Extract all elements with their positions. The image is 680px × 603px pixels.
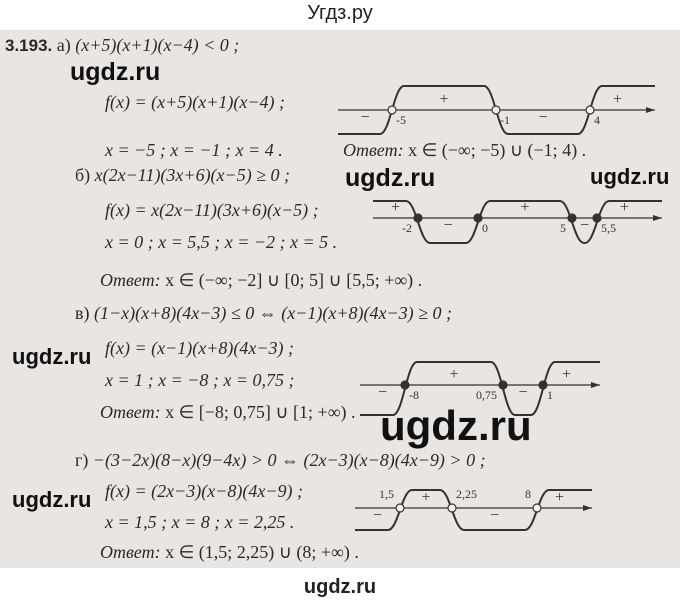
sign-label: + [613, 91, 622, 108]
sign-label: + [520, 199, 529, 216]
point-label: 8 [525, 487, 531, 501]
part-d-inequality-line: г) −(3−2x)(8−x)(9−4x) > 0 ⇔ (2x−3)(x−8)(… [75, 450, 486, 470]
roots: x = 1 ; x = −8 ; x = 0,75 ; [105, 370, 295, 390]
sign-label: + [620, 199, 629, 216]
closed-point [413, 213, 423, 223]
axis-arrow [591, 382, 600, 388]
point-label: 1,5 [379, 487, 394, 501]
open-point [387, 105, 397, 115]
roots: x = 1,5 ; x = 8 ; x = 2,25 . [105, 512, 295, 532]
point-label: 5,5 [601, 221, 616, 235]
point-label: -1 [500, 113, 510, 127]
function-definition: f(x) = (x−1)(x+8)(4x−3) ; [105, 338, 294, 358]
part-letter: а) [56, 35, 71, 55]
closed-point [498, 380, 508, 390]
closed-point [538, 380, 548, 390]
site-footer: ugdz.ru [303, 576, 377, 598]
closed-point [592, 213, 602, 223]
open-point [447, 503, 457, 513]
sign-label: − [378, 384, 387, 401]
answer: Ответ: x ∈ (1,5; 2,25) ∪ (8; +∞) . [100, 542, 359, 562]
watermark: ugdz.ru [345, 164, 436, 192]
part-a-inequality-line: 3.193. а) (x+5)(x+1)(x−4) < 0 ; [5, 35, 239, 56]
open-point [395, 503, 405, 513]
watermark: ugdz.ru [12, 344, 92, 369]
function-definition: f(x) = (2x−3)(x−8)(4x−9) ; [105, 481, 303, 501]
point-label: 0 [482, 221, 488, 235]
point-label: 0,75 [476, 388, 497, 402]
function-definition: f(x) = (x+5)(x+1)(x−4) ; [105, 92, 285, 112]
sign-label: − [580, 217, 589, 234]
point-label: 1 [547, 388, 553, 402]
point-label: 4 [594, 113, 600, 127]
sign-label: + [391, 199, 400, 216]
answer: Ответ: x ∈ (−∞; −5) ∪ (−1; 4) . [343, 140, 587, 160]
axis-arrow [583, 505, 592, 511]
answer: Ответ: x ∈ (−∞; −2] ∪ [0; 5] ∪ [5,5; +∞)… [100, 270, 423, 290]
point-label: 2,25 [456, 487, 477, 501]
watermark: ugdz.ru [590, 164, 670, 189]
inequality: (x+5)(x+1)(x−4) < 0 ; [75, 35, 240, 55]
sign-label: − [443, 217, 452, 234]
point-label: 5 [560, 221, 566, 235]
sign-label: − [518, 384, 527, 401]
sign-label: − [373, 507, 382, 524]
closed-point [567, 213, 577, 223]
scanned-page [0, 30, 680, 568]
sign-label: − [538, 109, 547, 126]
roots: x = −5 ; x = −1 ; x = 4 . [105, 140, 283, 160]
axis-arrow [646, 107, 655, 113]
sign-label: + [421, 489, 430, 506]
closed-point [473, 213, 483, 223]
answer: Ответ: x ∈ [−8; 0,75] ∪ [1; +∞) . [100, 402, 356, 422]
sign-label: + [449, 366, 458, 383]
axis-arrow [653, 215, 662, 221]
sign-label: + [555, 489, 564, 506]
point-label: -8 [409, 388, 419, 402]
open-point [532, 503, 542, 513]
open-point [491, 105, 501, 115]
roots: x = 0 ; x = 5,5 ; x = −2 ; x = 5 . [105, 232, 338, 252]
watermark: ugdz.ru [12, 487, 92, 512]
point-label: -2 [402, 221, 412, 235]
site-header: Угдз.ру [307, 2, 373, 24]
sign-label: + [562, 366, 571, 383]
point-label: -5 [396, 113, 406, 127]
watermark: ugdz.ru [70, 58, 161, 86]
sign-label: − [360, 109, 369, 126]
part-b-inequality-line: б) x(2x−11)(3x+6)(x−5) ≥ 0 ; [75, 165, 291, 185]
function-definition: f(x) = x(2x−11)(3x+6)(x−5) ; [105, 200, 319, 220]
sign-curve [373, 200, 662, 244]
open-point [585, 105, 595, 115]
closed-point [400, 380, 410, 390]
sign-label: + [439, 91, 448, 108]
sign-label: − [490, 507, 499, 524]
problem-number: 3.193. [5, 36, 53, 55]
part-c-inequality-line: в) (1−x)(x+8)(4x−3) ≤ 0 ⇔ (x−1)(x+8)(4x−… [75, 303, 452, 323]
watermark: ugdz.ru [380, 402, 532, 449]
